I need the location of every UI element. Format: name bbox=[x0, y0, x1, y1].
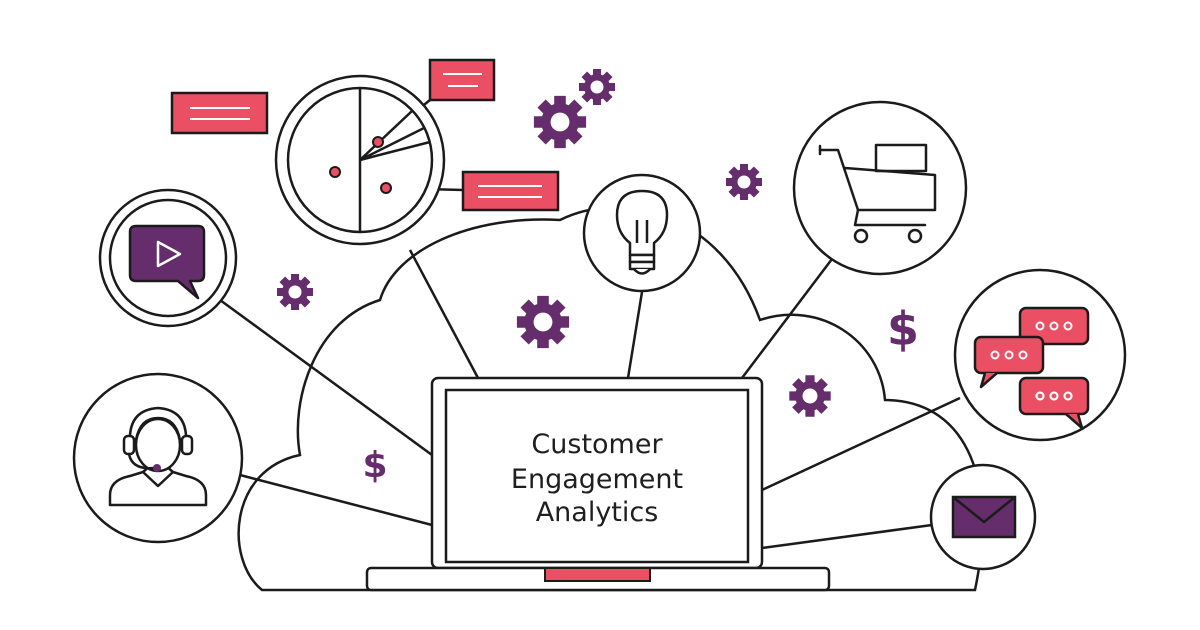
dollar-icon: $ bbox=[887, 302, 919, 356]
dollar-icon: $ bbox=[362, 445, 387, 486]
support-agent-icon bbox=[72, 372, 244, 544]
callout-label-right bbox=[461, 170, 560, 212]
gear-icon bbox=[579, 69, 615, 105]
pie-chart-icon bbox=[274, 74, 446, 246]
shopping-cart-icon bbox=[792, 100, 968, 276]
callout-label-left bbox=[170, 91, 269, 135]
gear-icon bbox=[789, 375, 830, 416]
callout-label-top bbox=[428, 58, 496, 102]
chat-bubbles-icon bbox=[953, 268, 1127, 442]
gear-icon bbox=[534, 96, 586, 148]
gear-icon bbox=[726, 164, 762, 200]
laptop-icon bbox=[365, 376, 831, 592]
title-line-3: Analytics bbox=[536, 497, 659, 528]
gear-icon bbox=[517, 296, 569, 348]
lightbulb-icon bbox=[582, 173, 702, 293]
gear-icon bbox=[277, 274, 313, 310]
video-play-icon bbox=[98, 188, 238, 328]
title-line-2: Engagement bbox=[511, 464, 683, 495]
email-icon bbox=[929, 463, 1037, 571]
title-line-1: Customer bbox=[531, 429, 663, 460]
